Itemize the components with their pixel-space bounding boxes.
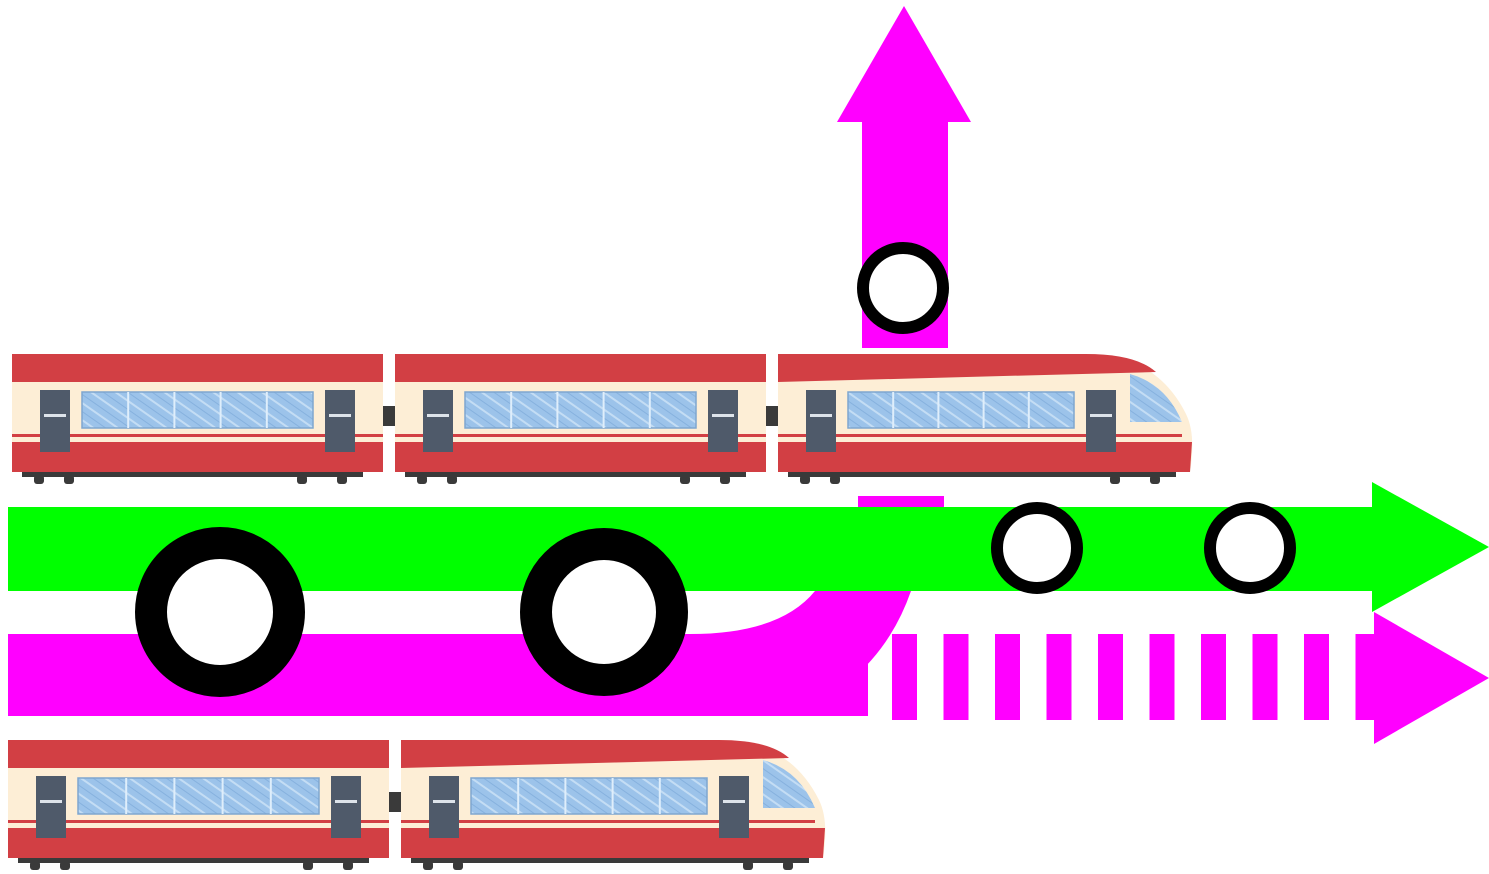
magenta-dashed-segment — [892, 634, 1381, 720]
door-handle — [335, 800, 357, 803]
stop-large-1 — [151, 543, 289, 681]
train-car-2 — [401, 740, 825, 870]
train-car-1 — [8, 740, 389, 870]
car-door — [708, 390, 738, 452]
car-wheel — [30, 861, 40, 870]
stop-small-top — [863, 248, 943, 328]
car-door — [40, 390, 70, 452]
magenta-dash — [944, 634, 969, 720]
car-windows — [471, 778, 707, 814]
car-windows — [465, 392, 696, 428]
car-wheel — [743, 861, 753, 870]
door-handle — [712, 414, 734, 417]
magenta-up-head — [837, 6, 971, 122]
car-door — [806, 390, 836, 452]
car-wheel — [800, 475, 810, 484]
car-coupler — [766, 406, 778, 426]
magenta-connector-bar — [858, 496, 944, 507]
stop-large-2 — [536, 544, 672, 680]
door-handle — [427, 414, 449, 417]
magenta-dash — [1098, 634, 1123, 720]
car-wheel — [1110, 475, 1120, 484]
car-wheel — [830, 475, 840, 484]
magenta-dash — [1253, 634, 1278, 720]
car-wheel — [417, 475, 427, 484]
door-handle — [433, 800, 455, 803]
car-wheel — [720, 475, 730, 484]
car-lower-stripe — [401, 828, 825, 858]
car-wheel — [343, 861, 353, 870]
car-thin-stripe — [778, 434, 1182, 437]
car-roof — [395, 354, 766, 382]
green-arrow-head — [1372, 482, 1489, 612]
train-car-3 — [778, 354, 1192, 484]
car-wheel — [1150, 475, 1160, 484]
door-handle — [44, 414, 66, 417]
car-roof — [12, 354, 383, 382]
car-wheel — [680, 475, 690, 484]
upper-train — [12, 354, 1192, 484]
car-door — [719, 776, 749, 838]
magenta-dash — [1304, 634, 1329, 720]
car-door — [331, 776, 361, 838]
door-handle — [1090, 414, 1112, 417]
magenta-dash — [995, 634, 1020, 720]
car-windows — [848, 392, 1074, 428]
car-door — [423, 390, 453, 452]
car-wheel — [64, 475, 74, 484]
car-wheel — [783, 861, 793, 870]
car-wheel — [423, 861, 433, 870]
magenta-lower-head — [1374, 612, 1489, 744]
car-underframe — [18, 858, 369, 863]
car-wheel — [447, 475, 457, 484]
stop-small-green-1 — [997, 508, 1077, 588]
magenta-dash — [1047, 634, 1072, 720]
door-handle — [723, 800, 745, 803]
car-wheel — [60, 861, 70, 870]
car-door — [325, 390, 355, 452]
car-wheel — [303, 861, 313, 870]
magenta-dash — [892, 634, 917, 720]
magenta-curve — [690, 591, 911, 716]
car-coupler — [389, 792, 401, 812]
stop-small-green-2 — [1210, 508, 1290, 588]
door-handle — [40, 800, 62, 803]
car-windows — [82, 392, 313, 428]
lower-train — [8, 740, 825, 870]
door-handle — [810, 414, 832, 417]
car-wheel — [297, 475, 307, 484]
train-car-2 — [395, 354, 766, 484]
car-door — [429, 776, 459, 838]
car-wheel — [337, 475, 347, 484]
car-door — [1086, 390, 1116, 452]
train-car-1 — [12, 354, 383, 484]
car-coupler — [383, 406, 395, 426]
car-windows — [78, 778, 319, 814]
car-roof — [8, 740, 389, 768]
car-wheel — [453, 861, 463, 870]
car-door — [36, 776, 66, 838]
magenta-dash — [1201, 634, 1226, 720]
door-handle — [329, 414, 351, 417]
car-lower-stripe — [778, 442, 1192, 472]
car-thin-stripe — [401, 820, 815, 823]
car-wheel — [34, 475, 44, 484]
magenta-dash — [1150, 634, 1175, 720]
